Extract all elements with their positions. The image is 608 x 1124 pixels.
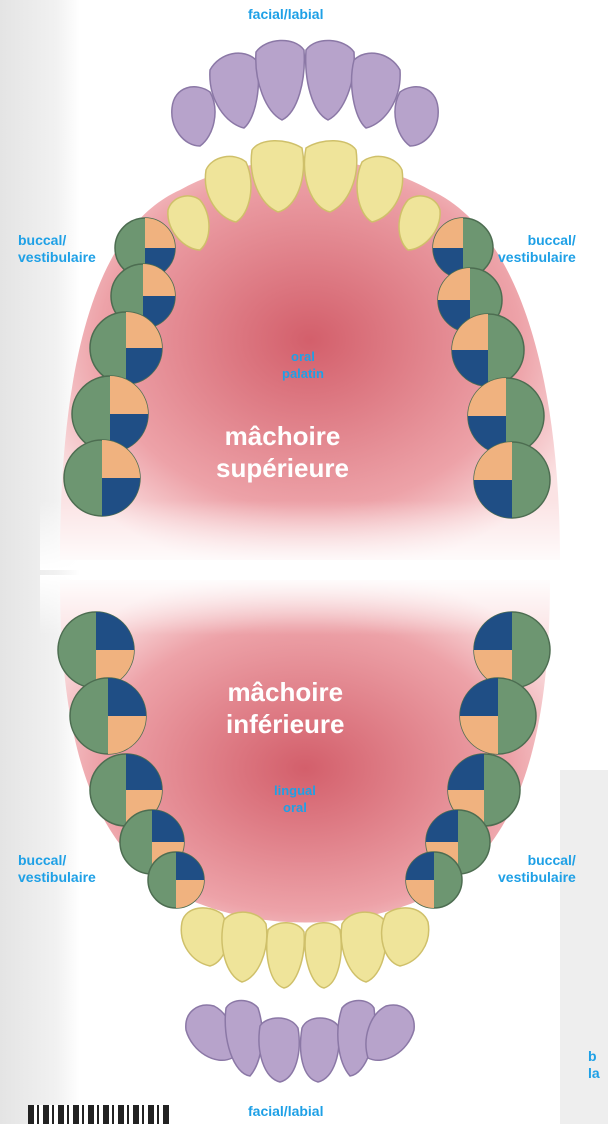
buccal-upper-left-label: buccal/ vestibulaire [18, 232, 96, 266]
qr-code-strip [28, 1105, 170, 1124]
oral-lower-label: lingual oral [274, 782, 316, 816]
buccal-lower-left-label: buccal/ vestibulaire [18, 852, 96, 886]
bottom-facial-label: facial/labial [248, 1103, 323, 1120]
upper-jaw-title: mâchoire supérieure [216, 420, 349, 484]
buccal-lower-right-label: buccal/ vestibulaire [498, 852, 576, 886]
upper-incisors [172, 40, 438, 146]
top-facial-label: facial/labial [248, 6, 323, 23]
corner-fragment-label: b la [588, 1048, 600, 1082]
buccal-upper-right-label: buccal/ vestibulaire [498, 232, 576, 266]
lower-incisors [186, 1001, 414, 1083]
oral-upper-label: oral palatin [282, 348, 324, 382]
lower-jaw-title: mâchoire inférieure [226, 676, 345, 740]
